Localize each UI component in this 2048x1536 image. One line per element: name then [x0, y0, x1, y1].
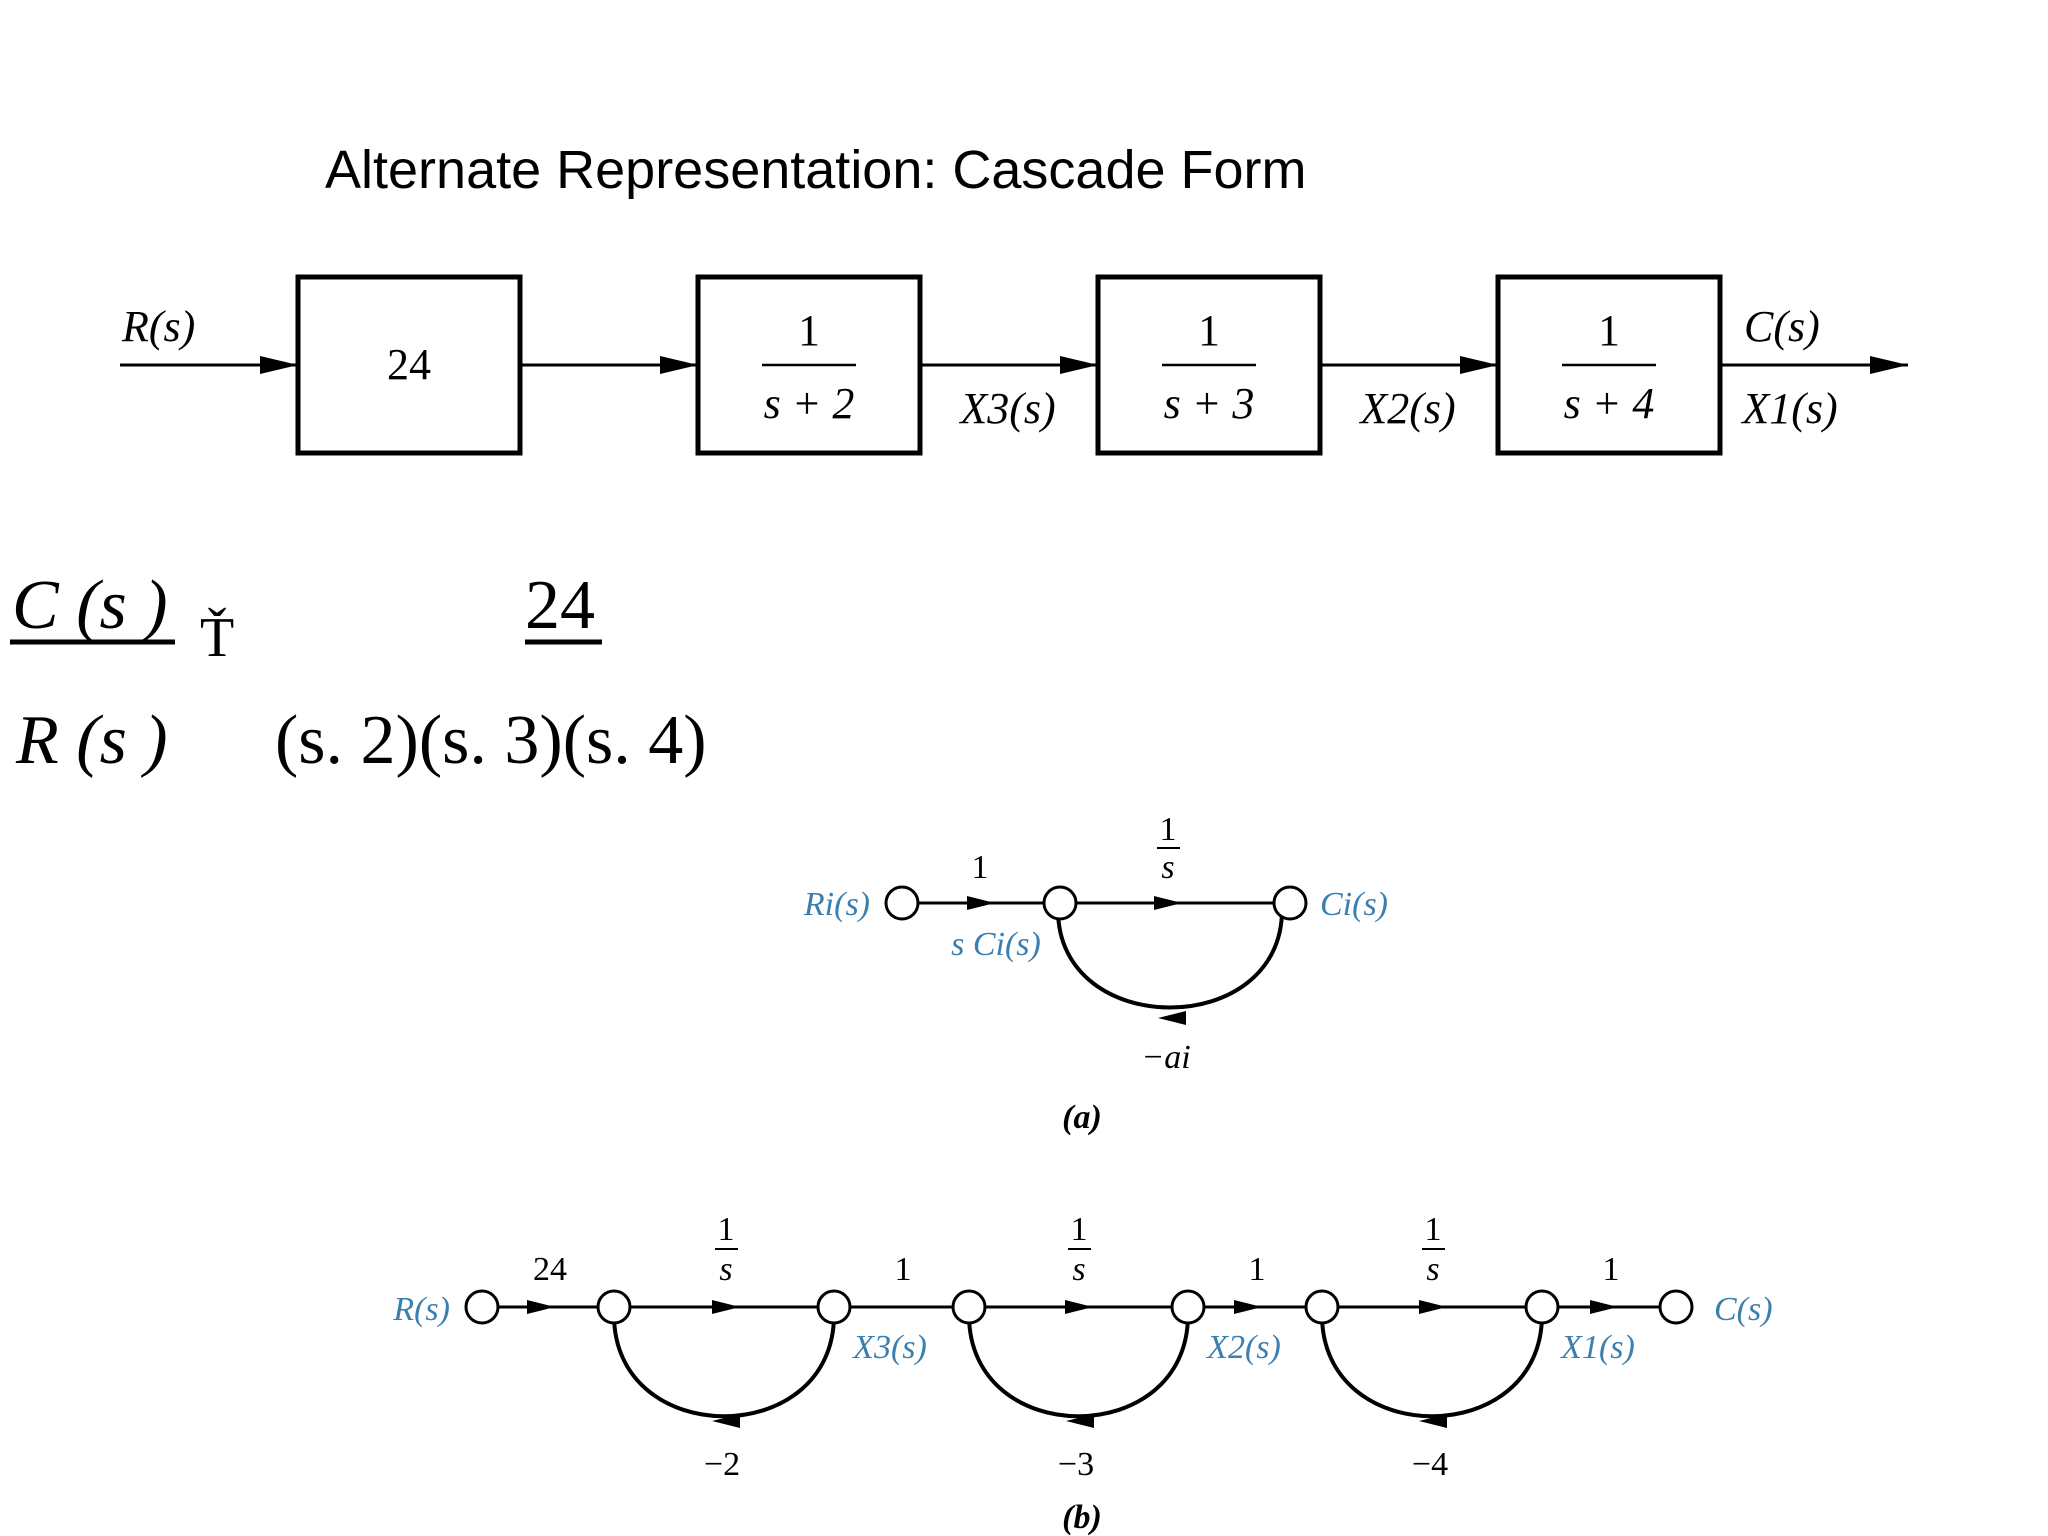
sfg-a-output-label: Ci(s)	[1320, 886, 1388, 923]
arrow-head-icon	[967, 896, 995, 910]
sfg-b-input-label: R(s)	[392, 1291, 450, 1328]
arrow-head-icon	[712, 1414, 740, 1428]
node	[596, 1289, 632, 1325]
arrow-head-icon	[660, 356, 698, 374]
feedback-gain-2: −2	[704, 1446, 740, 1483]
sfg-b-state-x2: X2(s)	[1205, 1329, 1281, 1366]
node-x3	[816, 1289, 852, 1325]
integrator-numerator: 1	[1071, 1211, 1088, 1248]
integrator-denominator: s	[719, 1251, 732, 1288]
sfg-b-gain-1: 1	[1249, 1251, 1266, 1288]
sfg-a-input-label: Ri(s)	[803, 886, 870, 923]
sfg-b-gain-24: 24	[533, 1251, 567, 1288]
feedback-branch-2	[967, 1314, 1190, 1419]
arrow-head-icon	[1460, 356, 1498, 374]
input-label: R(s)	[121, 302, 195, 351]
integrator-numerator: 1	[718, 1211, 735, 1248]
node-middle	[1042, 885, 1078, 921]
gain-block-value: 24	[387, 340, 431, 389]
sfg-b-state-x3: X3(s)	[851, 1329, 927, 1366]
arrow-head-icon	[1154, 896, 1182, 910]
sfg-a-gain-den: s	[1161, 849, 1174, 886]
equation-rhs-denominator: (s. 2)(s. 3)(s. 4)	[275, 702, 707, 779]
feedback-branch-3	[1320, 1314, 1544, 1419]
block-denominator: s + 4	[1564, 379, 1655, 428]
arrow-head-icon	[260, 356, 298, 374]
node-output	[1272, 885, 1308, 921]
node-input	[464, 1289, 500, 1325]
arrow-head-icon	[1158, 1011, 1186, 1025]
arrow-head-icon	[1065, 1300, 1093, 1314]
equation-lhs-denominator: R (s )	[15, 702, 168, 779]
sfg-a-feedback-gain: −ai	[1141, 1039, 1190, 1076]
sfg-a-gain-num: 1	[1160, 811, 1177, 848]
node	[951, 1289, 987, 1325]
integrator-numerator: 1	[1425, 1211, 1442, 1248]
state-label-x3: X3(s)	[958, 384, 1055, 433]
arrow-head-icon	[712, 1300, 740, 1314]
arrow-head-icon	[1419, 1414, 1447, 1428]
arrow-head-icon	[1060, 356, 1098, 374]
arrow-head-icon	[1419, 1300, 1447, 1314]
node-output	[1658, 1289, 1694, 1325]
block-diagram: 24 1 s + 2 1 s + 3 1 s + 4 R(s) C(s) X3(…	[120, 274, 1908, 456]
sfg-a-mid-label: s Ci(s)	[951, 926, 1041, 963]
block-numerator: 1	[1598, 306, 1620, 355]
integrator-denominator: s	[1072, 1251, 1085, 1288]
node-input	[884, 885, 920, 921]
node	[1304, 1289, 1340, 1325]
block-numerator: 1	[798, 306, 820, 355]
sfg-b-gain-1: 1	[1603, 1251, 1620, 1288]
transfer-function-equation: C (s ) R (s ) Ť 24 (s. 2)(s. 3)(s. 4)	[10, 567, 707, 779]
signal-flow-graph-a: Ri(s) Ci(s) s Ci(s) 1 1 s −ai (a)	[803, 811, 1388, 1136]
arrow-head-icon	[1590, 1300, 1618, 1314]
equation-rhs-numerator: 24	[525, 567, 595, 644]
state-label-x1: X1(s)	[1740, 384, 1837, 433]
arrow-head-icon	[527, 1300, 555, 1314]
equation-lhs-numerator: C (s )	[12, 567, 168, 644]
block-numerator: 1	[1198, 306, 1220, 355]
feedback-gain-4: −4	[1412, 1446, 1448, 1483]
feedback-branch	[1056, 909, 1284, 1010]
slide-title: Alternate Representation: Cascade Form	[325, 140, 1307, 200]
block-denominator: s + 2	[764, 379, 855, 428]
node-x1	[1524, 1289, 1560, 1325]
feedback-gain-3: −3	[1058, 1446, 1094, 1483]
sfg-b-caption: (b)	[1062, 1499, 1102, 1536]
output-label: C(s)	[1744, 302, 1820, 351]
integrator-denominator: s	[1426, 1251, 1439, 1288]
equation-equals-sign: Ť	[200, 607, 234, 669]
block-denominator: s + 3	[1164, 379, 1255, 428]
arrow-head-icon	[1870, 356, 1908, 374]
sfg-b-output-label: C(s)	[1714, 1291, 1773, 1328]
signal-flow-graph-b: R(s) C(s) 24 1 1 1 1 s 1 s 1 s X3(s) X2(…	[392, 1211, 1772, 1536]
sfg-a-caption: (a)	[1062, 1099, 1102, 1136]
arrow-head-icon	[1234, 1300, 1262, 1314]
sfg-a-gain-in: 1	[972, 849, 989, 886]
state-label-x2: X2(s)	[1358, 384, 1455, 433]
feedback-branch-1	[612, 1314, 836, 1419]
node-x2	[1170, 1289, 1206, 1325]
sfg-b-state-x1: X1(s)	[1559, 1329, 1635, 1366]
sfg-b-gain-1: 1	[895, 1251, 912, 1288]
arrow-head-icon	[1066, 1414, 1094, 1428]
gain-block	[295, 274, 523, 456]
